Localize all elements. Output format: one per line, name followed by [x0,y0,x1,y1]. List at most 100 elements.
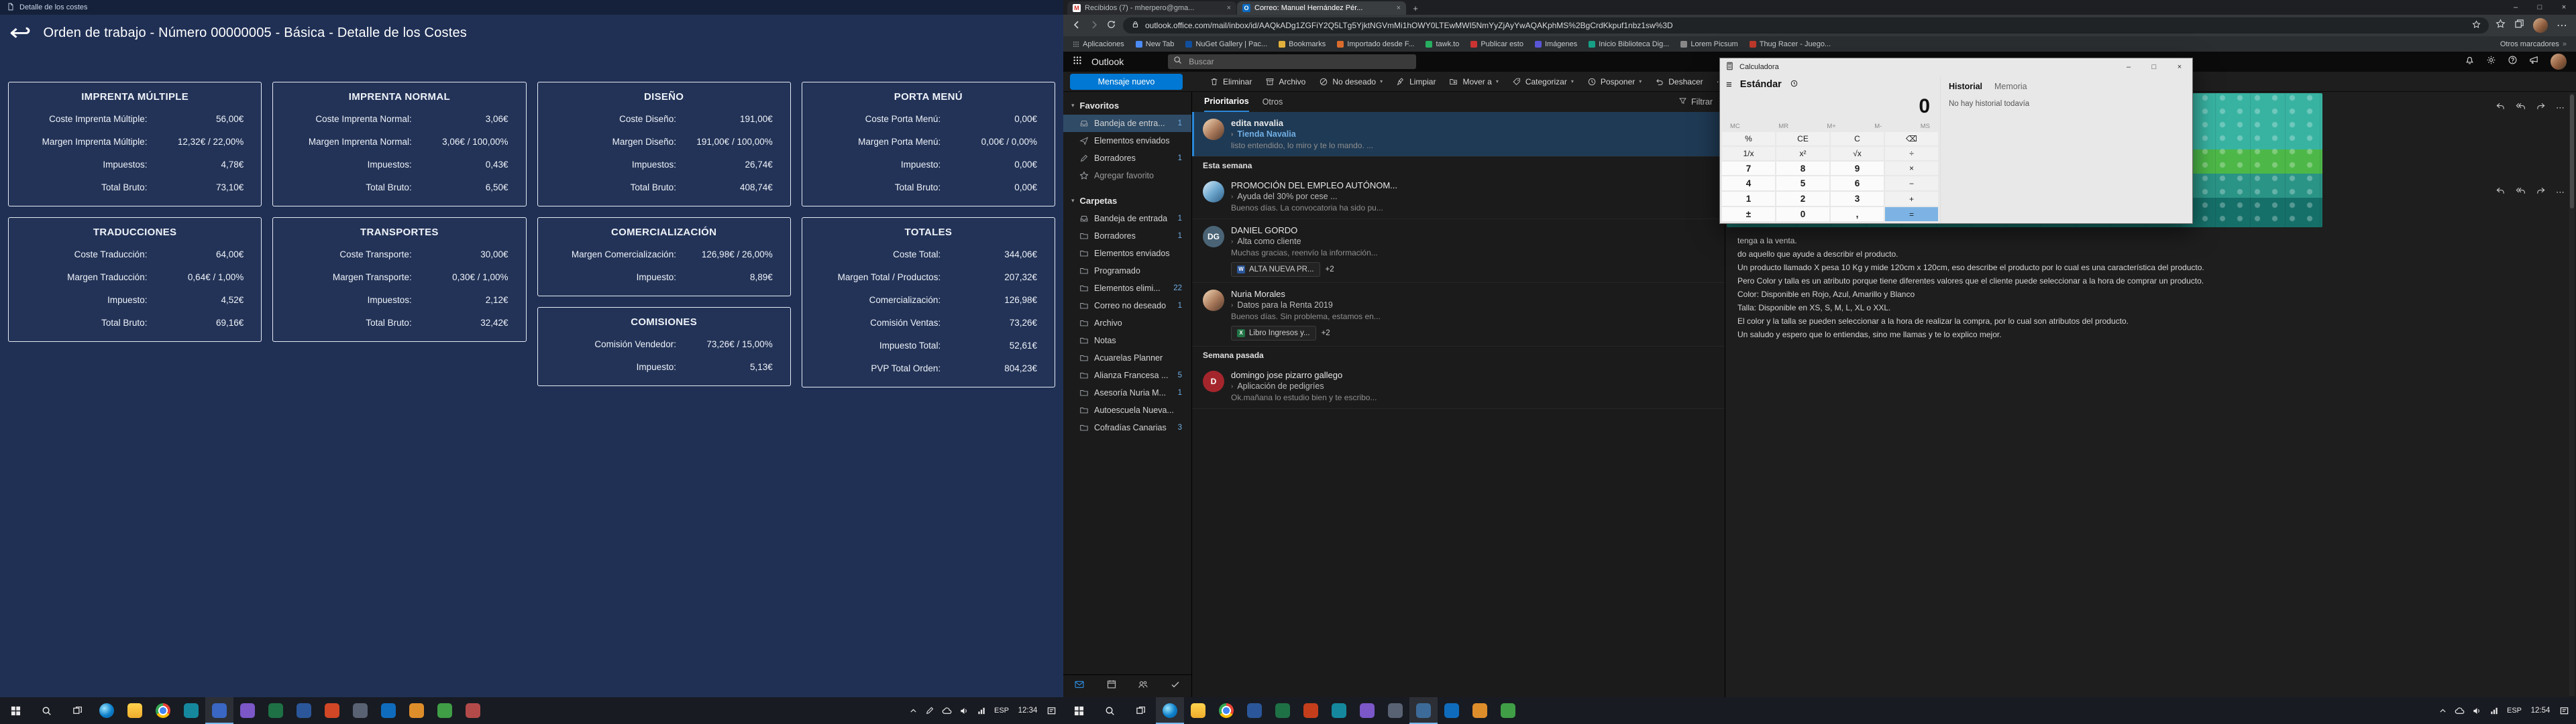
tab-memoria[interactable]: Memoria [1994,82,2027,91]
tray-clock[interactable]: 12:54 [2529,707,2552,715]
email-list-item[interactable]: Nuria Morales ›Datos para la Renta 2019 … [1192,283,1725,347]
sidebar-item[interactable]: Borradores1 [1063,149,1191,167]
network-icon[interactable] [2489,706,2500,716]
calc-key[interactable]: , [1831,207,1884,221]
more-attachments[interactable]: +2 [1322,329,1330,337]
calc-key[interactable]: × [1885,162,1938,176]
bookmark-item[interactable]: New Tab [1136,40,1175,48]
sidebar-item[interactable]: Agregar favorito [1063,167,1191,184]
sidebar-folder[interactable]: Notas [1063,332,1191,349]
memory-key-MS[interactable]: MS [1921,123,1930,130]
command-trash[interactable]: Eliminar [1203,72,1258,91]
browser-menu-icon[interactable]: ⋯ [2557,19,2568,32]
calculator-window[interactable]: Calculadora – □ × ≡ Estándar 0 MCMRM+M-M… [1719,58,2193,224]
command-archive[interactable]: Archivo [1258,72,1312,91]
email-list-item[interactable]: D domingo jose pizarro gallego ›Aplicaci… [1192,364,1725,409]
expand-conversation-icon[interactable]: › [1231,236,1233,247]
sidebar-folder[interactable]: Cofradías Canarias3 [1063,419,1191,436]
taskbar-app-icon[interactable] [1494,697,1522,724]
tray-chevron-up-icon[interactable] [909,707,918,715]
sidebar-item[interactable]: Bandeja de entra...1 [1063,115,1191,132]
more-attachments[interactable]: +2 [1326,265,1334,274]
bookmark-item[interactable]: tawk.to [1426,40,1459,48]
close-button[interactable]: × [2552,0,2576,15]
calc-key[interactable]: 5 [1776,176,1829,190]
taskbar-app-icon[interactable] [205,697,233,724]
calc-key[interactable]: C [1831,132,1884,145]
calc-key[interactable]: 6 [1831,176,1884,190]
sidebar-folder[interactable]: Elementos enviados [1063,245,1191,262]
browser-tab[interactable]: M Recibidos (7) - mherpero@gma...× [1067,1,1236,15]
calc-key[interactable]: √x [1831,147,1884,160]
taskbar-app-icon[interactable] [1297,697,1325,724]
calc-key[interactable]: 1 [1722,192,1775,206]
tab-close-icon[interactable]: × [1397,4,1401,12]
action-center-icon[interactable] [2559,706,2569,716]
new-message-button[interactable]: Mensaje nuevo [1070,74,1183,90]
calc-minimize-button[interactable]: – [2116,58,2141,76]
sidebar-folder[interactable]: Acuarelas Planner [1063,349,1191,367]
browser-profile-avatar[interactable] [2533,18,2548,33]
taskbar-app-icon[interactable] [1212,697,1240,724]
memory-key-M-[interactable]: M- [1874,123,1882,130]
taskbar-app-icon[interactable] [402,697,431,724]
maximize-button[interactable]: □ [2528,0,2552,15]
sidebar-folder[interactable]: Borradores1 [1063,227,1191,245]
onedrive-cloud-icon[interactable] [2455,706,2465,716]
refresh-button[interactable] [1106,19,1116,32]
calc-key[interactable]: ⌫ [1885,132,1938,145]
reply-icon[interactable] [2496,101,2506,115]
sidebar-folder[interactable]: Programado [1063,262,1191,280]
command-undo[interactable]: Deshacer [1648,72,1709,91]
expand-conversation-icon[interactable]: › [1231,129,1233,140]
calc-close-button[interactable]: × [2167,58,2192,76]
taskbar-app-icon[interactable] [93,697,121,724]
tasks-module-icon[interactable] [1170,679,1181,693]
keep-on-top-icon[interactable] [1790,79,1799,90]
forward-icon[interactable] [2536,186,2546,199]
mail-module-icon[interactable] [1074,679,1085,693]
notifications-bell-icon[interactable] [2465,55,2475,68]
minimize-button[interactable]: – [2504,0,2528,15]
command-tag[interactable]: Categorizar▾ [1505,72,1580,91]
calc-key[interactable]: 2 [1776,192,1829,206]
favorites-section-header[interactable]: ▾Favoritos [1063,96,1191,115]
taskbar-app-icon[interactable] [1466,697,1494,724]
calc-key[interactable]: % [1722,132,1775,145]
input-language[interactable]: ESP [2507,707,2522,715]
window-titlebar[interactable]: Detalle de los costes [0,0,1063,15]
taskbar-app-icon[interactable] [233,697,262,724]
taskbar-app-icon[interactable] [177,697,205,724]
expand-conversation-icon[interactable]: › [1231,381,1233,392]
browser-tab[interactable]: O Correo: Manuel Hernández Pér...× [1237,1,1406,15]
reply-icon[interactable] [2496,186,2506,199]
more-actions-icon[interactable]: ⋯ [2556,103,2565,113]
calculator-titlebar[interactable]: Calculadora – □ × [1720,58,2192,76]
calc-key[interactable]: ÷ [1885,147,1938,160]
calendar-module-icon[interactable] [1106,679,1117,693]
bookmark-item[interactable]: Thug Racer - Juego... [1750,40,1831,48]
windows-ink-pen-icon[interactable] [925,706,934,715]
url-text[interactable]: outlook.office.com/mail/inbox/id/AAQkADg… [1145,21,2467,30]
calc-maximize-button[interactable]: □ [2141,58,2167,76]
attachment-chip[interactable]: WALTA NUEVA PR... [1231,262,1320,277]
bookmark-item[interactable]: Aplicaciones [1073,40,1124,48]
help-icon[interactable] [2508,55,2518,68]
calculator-mode[interactable]: Estándar [1740,79,1782,90]
account-avatar[interactable] [2551,54,2567,70]
taskbar-app-icon[interactable] [1240,697,1269,724]
calc-key[interactable]: CE [1776,132,1829,145]
start-button[interactable] [1063,697,1094,724]
tab-otros[interactable]: Otros [1263,92,1283,112]
taskbar-app-icon[interactable] [459,697,487,724]
bookmark-item[interactable]: NuGet Gallery | Pac... [1185,40,1267,48]
new-tab-button[interactable]: + [1407,1,1424,15]
tab-prioritarios[interactable]: Prioritarios [1204,92,1249,112]
bookmark-star-icon[interactable] [2472,20,2481,31]
bookmark-item[interactable]: Inicio Biblioteca Dig... [1589,40,1669,48]
settings-gear-icon[interactable] [2486,55,2496,68]
back-arrow-icon[interactable]: ↩ [9,21,32,44]
task-view-button[interactable] [1125,697,1156,724]
memory-key-MC[interactable]: MC [1730,123,1740,130]
taskbar-app-icon[interactable] [1184,697,1212,724]
